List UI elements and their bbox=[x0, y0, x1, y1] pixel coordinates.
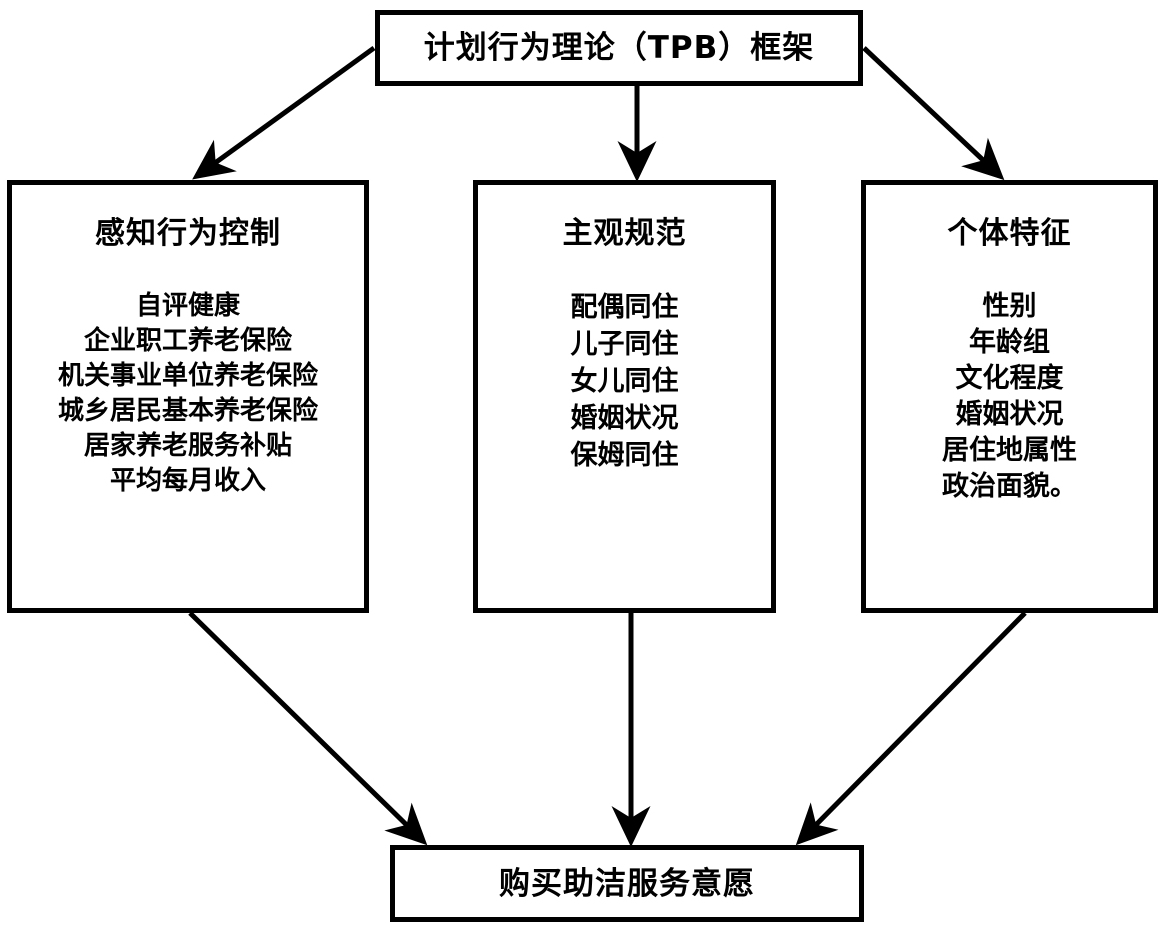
list-item: 政治面貌。 bbox=[942, 471, 1077, 502]
node-norm-items: 配偶同住 儿子同住 女儿同住 婚姻状况 保姆同住 bbox=[571, 289, 679, 474]
list-item: 配偶同住 bbox=[570, 292, 679, 323]
list-item: 企业职工养老保险 bbox=[83, 326, 292, 356]
list-item: 婚姻状况 bbox=[955, 399, 1064, 430]
node-tpb-framework[interactable]: 计划行为理论（TPB）框架 bbox=[375, 10, 863, 86]
list-item: 居家养老服务补贴 bbox=[83, 431, 292, 461]
node-subjective-norm[interactable]: 主观规范 配偶同住 儿子同住 女儿同住 婚姻状况 保姆同住 bbox=[473, 180, 776, 613]
node-norm-title: 主观规范 bbox=[562, 216, 687, 251]
node-pbc-items: 自评健康 企业职工养老保险 机关事业单位养老保险 城乡居民基本养老保险 居家养老… bbox=[58, 289, 318, 499]
edge-root-to-indiv bbox=[862, 46, 1005, 181]
edge-indiv-to-outcome bbox=[795, 611, 1027, 846]
list-item: 性别 bbox=[982, 291, 1037, 322]
list-item: 居住地属性 bbox=[942, 435, 1077, 466]
list-item: 自评健康 bbox=[135, 291, 240, 321]
list-item: 平均每月收入 bbox=[109, 466, 266, 496]
node-outcome-title: 购买助洁服务意愿 bbox=[499, 865, 755, 902]
node-pbc-title: 感知行为控制 bbox=[95, 216, 281, 251]
list-item: 儿子同住 bbox=[570, 329, 679, 360]
list-item: 城乡居民基本养老保险 bbox=[57, 396, 318, 426]
edge-root-to-pbc bbox=[192, 45, 376, 180]
list-item: 机关事业单位养老保险 bbox=[57, 361, 318, 391]
list-item: 婚姻状况 bbox=[570, 403, 679, 434]
node-individual-characteristics[interactable]: 个体特征 性别 年龄组 文化程度 婚姻状况 居住地属性 政治面貌。 bbox=[861, 180, 1158, 613]
edge-pbc-to-outcome bbox=[188, 611, 428, 846]
node-indiv-items: 性别 年龄组 文化程度 婚姻状况 居住地属性 政治面貌。 bbox=[942, 289, 1077, 505]
node-purchase-intention[interactable]: 购买助洁服务意愿 bbox=[390, 845, 864, 922]
node-indiv-title: 个体特征 bbox=[947, 216, 1072, 251]
list-item: 女儿同住 bbox=[570, 366, 679, 397]
node-tpb-title: 计划行为理论（TPB）框架 bbox=[423, 30, 815, 66]
list-item: 年龄组 bbox=[969, 327, 1050, 358]
list-item: 文化程度 bbox=[955, 363, 1064, 394]
list-item: 保姆同住 bbox=[570, 440, 679, 471]
node-perceived-behavioral-control[interactable]: 感知行为控制 自评健康 企业职工养老保险 机关事业单位养老保险 城乡居民基本养老… bbox=[7, 180, 369, 613]
